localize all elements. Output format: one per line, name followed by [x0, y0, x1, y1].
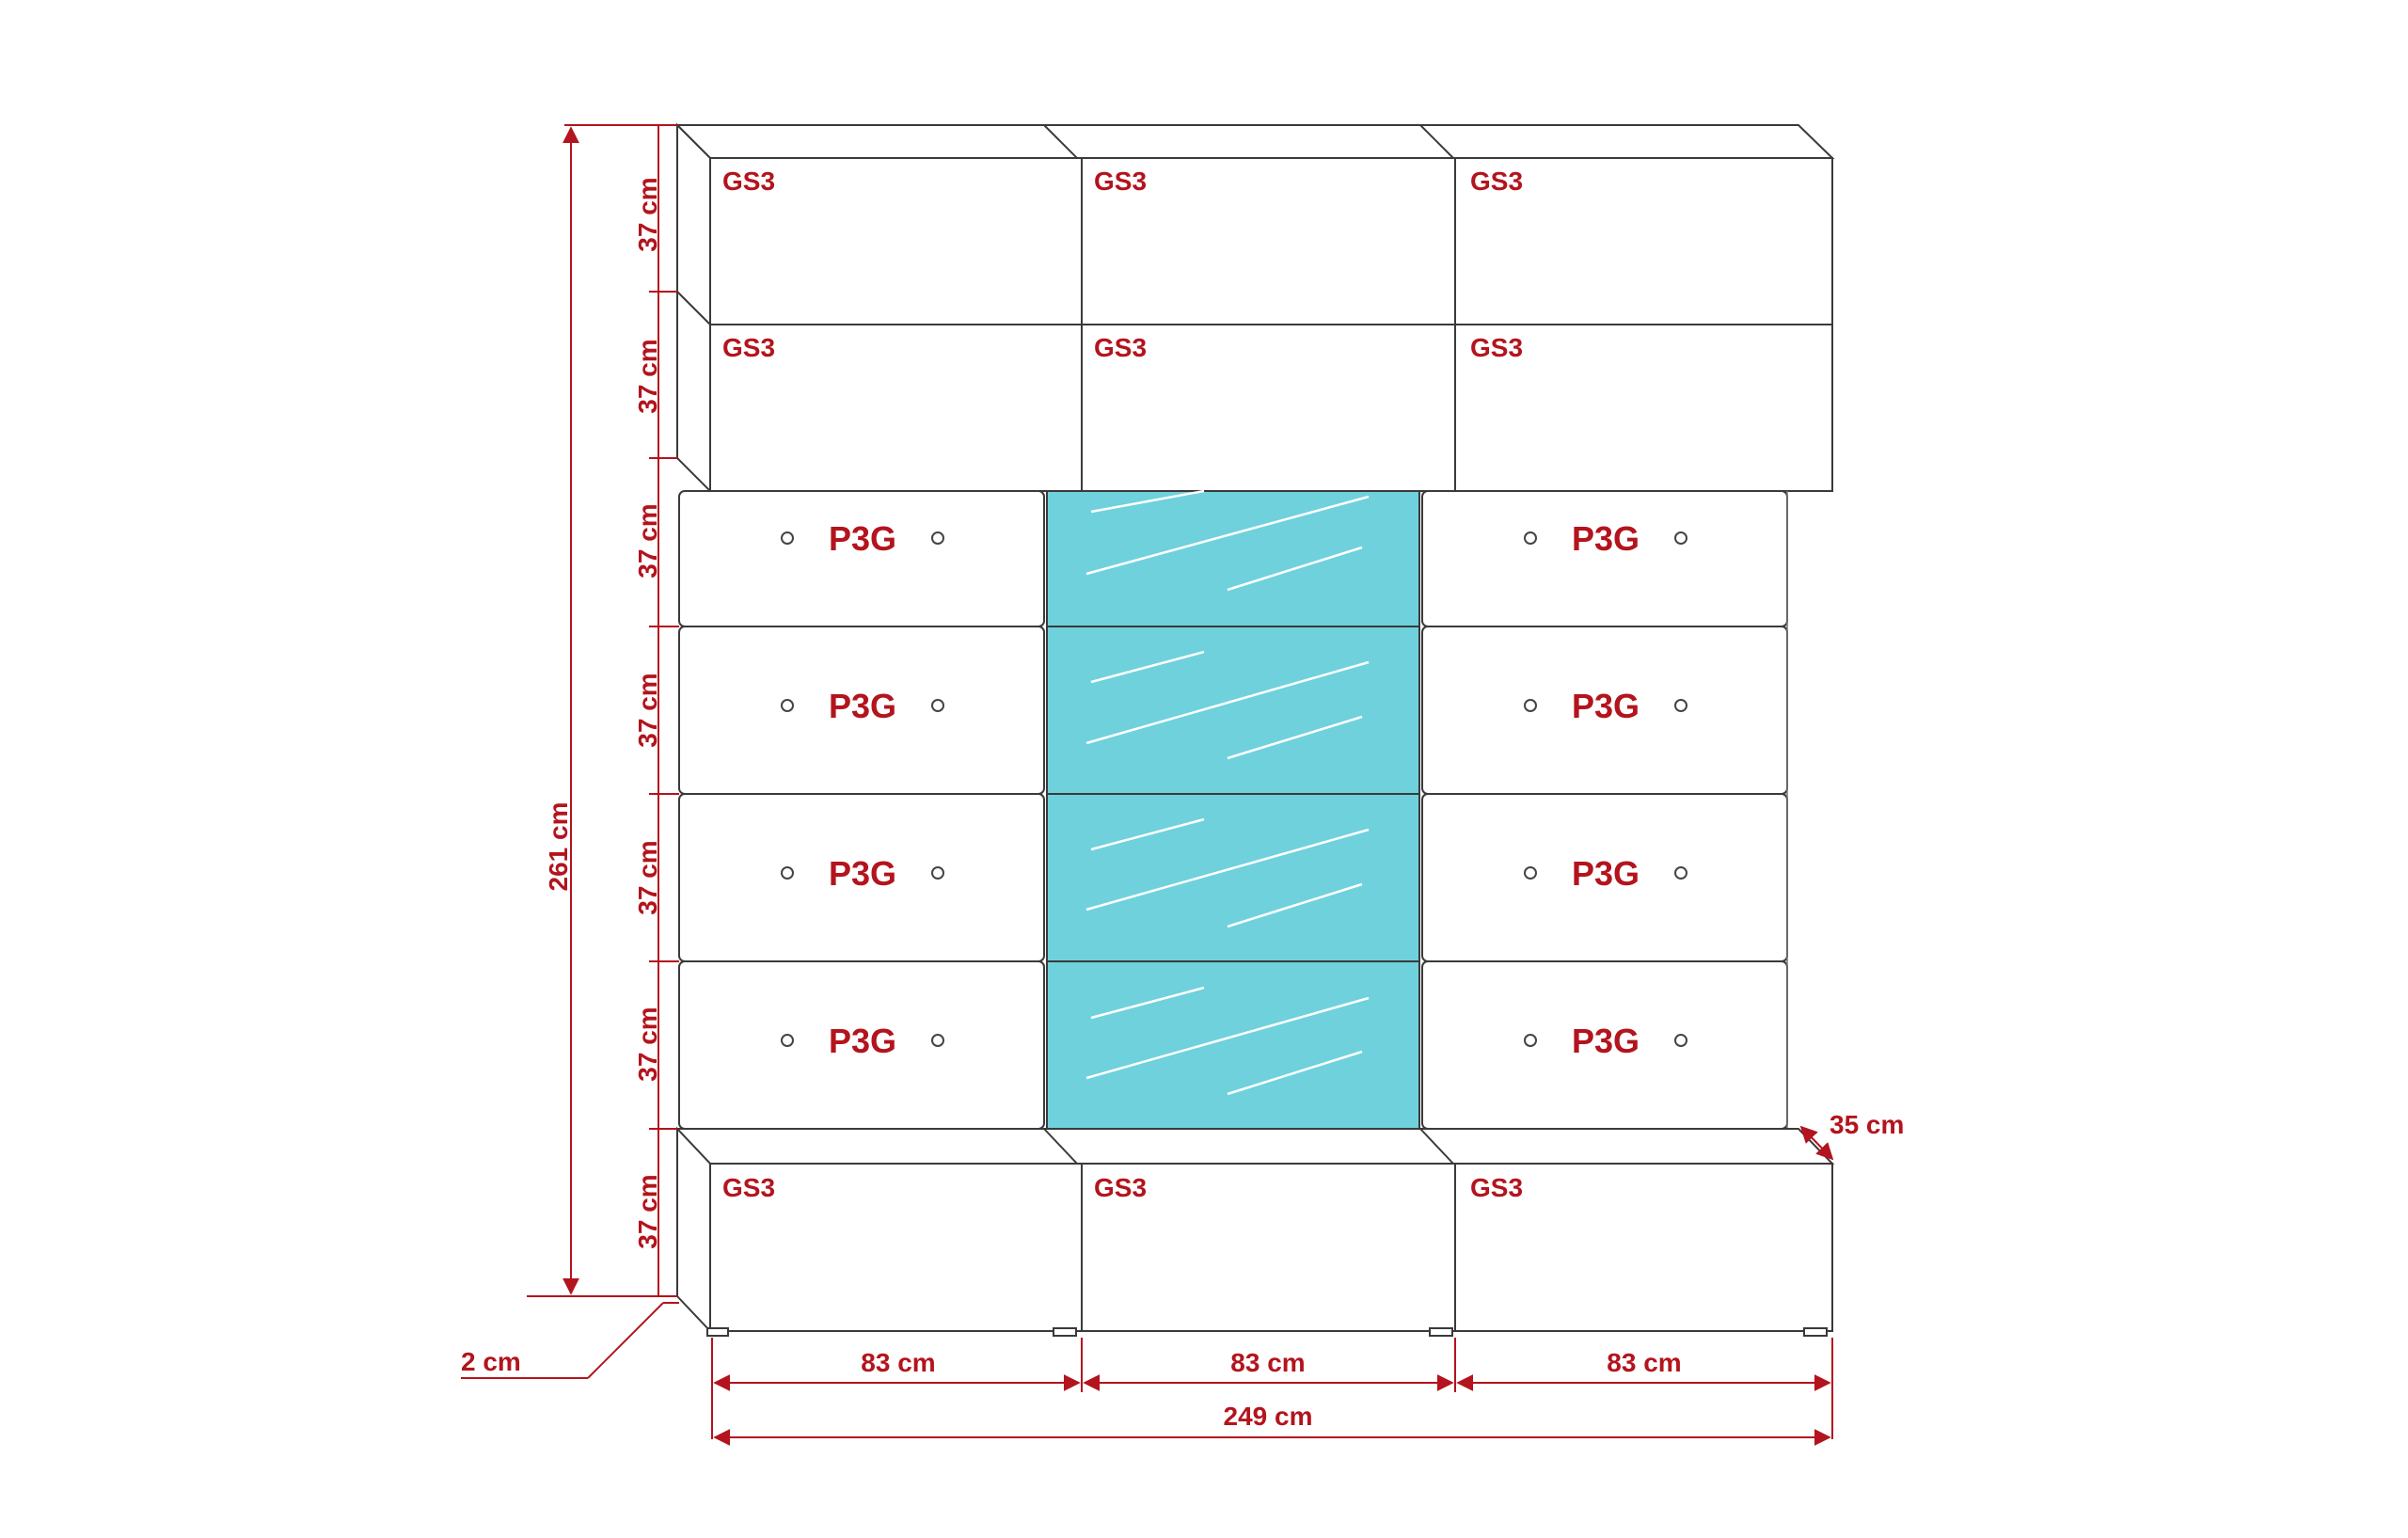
cabinet-gs3 — [1081, 157, 1456, 325]
row-height-label: 37 cm — [633, 1007, 662, 1081]
label-gs3: GS3 — [1094, 333, 1147, 362]
cabinet-gs3 — [1081, 324, 1456, 492]
label-p3g: P3G — [1572, 854, 1640, 893]
dimension-lines — [461, 124, 1834, 1446]
total-height-label: 261 cm — [544, 802, 573, 892]
total-width-label: 249 cm — [1224, 1402, 1313, 1431]
module-width-label: 83 cm — [1230, 1348, 1305, 1377]
glass-panel — [1046, 960, 1420, 1130]
cabinet-gs3 — [709, 1163, 1083, 1332]
glass-panel — [1046, 626, 1420, 795]
glass-reflections — [1085, 489, 1370, 1096]
module-width-label: 83 cm — [1607, 1348, 1681, 1377]
label-p3g: P3G — [829, 519, 896, 558]
cabinet-gs3 — [1454, 157, 1833, 325]
module-width-label: 83 cm — [861, 1348, 935, 1377]
label-p3g: P3G — [829, 1022, 896, 1060]
knobs — [781, 531, 1687, 1047]
label-gs3: GS3 — [1470, 166, 1523, 196]
label-p3g: P3G — [1572, 1022, 1640, 1060]
label-gs3: GS3 — [1094, 166, 1147, 196]
dimension-labels: 261 cm 37 cm 37 cm 37 cm 37 cm 37 cm 37 … — [461, 177, 1904, 1431]
middle-section — [678, 489, 1788, 1130]
gap-label: 2 cm — [461, 1347, 521, 1376]
cabinet-gs3 — [1081, 1163, 1456, 1332]
label-gs3: GS3 — [1470, 333, 1523, 362]
label-gs3: GS3 — [722, 333, 775, 362]
cabinet-gs3 — [709, 157, 1083, 325]
label-gs3: GS3 — [722, 1173, 775, 1202]
label-gs3: GS3 — [1094, 1173, 1147, 1202]
row-height-label: 37 cm — [633, 673, 662, 747]
glass-panel — [1046, 793, 1420, 962]
row-height-label: 37 cm — [633, 503, 662, 578]
top-cabinets — [674, 122, 1835, 494]
label-p3g: P3G — [829, 854, 896, 893]
label-gs3: GS3 — [1470, 1173, 1523, 1202]
depth-label: 35 cm — [1830, 1110, 1904, 1139]
row-height-label: 37 cm — [633, 840, 662, 914]
label-p3g: P3G — [1572, 687, 1640, 725]
glass-panel — [1046, 490, 1420, 627]
bottom-cabinets — [674, 1126, 1835, 1337]
row-height-label: 37 cm — [633, 1174, 662, 1248]
label-p3g: P3G — [829, 687, 896, 725]
row-height-label: 37 cm — [633, 177, 662, 251]
row-height-label: 37 cm — [633, 339, 662, 413]
cabinet-gs3 — [1454, 324, 1833, 492]
label-gs3: GS3 — [722, 166, 775, 196]
module-labels: GS3 GS3 GS3 GS3 GS3 GS3 GS3 GS3 GS3 P3G … — [722, 166, 1640, 1202]
cabinet-gs3 — [1454, 1163, 1833, 1332]
label-p3g: P3G — [1572, 519, 1640, 558]
